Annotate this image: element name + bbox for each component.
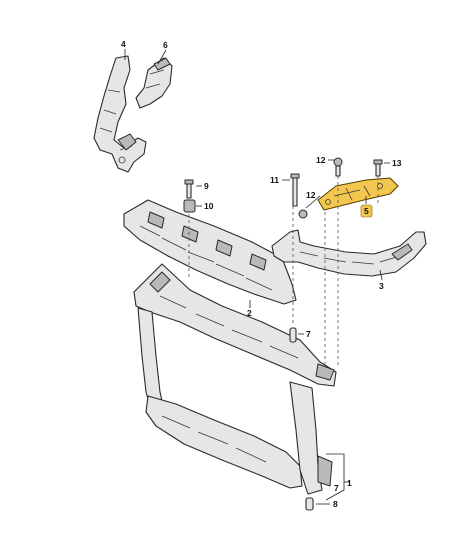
fastener-12a-screw [333, 157, 343, 177]
callout-12a: 12 [316, 155, 326, 165]
callout-6: 6 [163, 40, 168, 50]
callout-12b: 12 [306, 190, 316, 200]
alignment-lines [188, 176, 379, 366]
part-5-highlighted-bracket [317, 177, 399, 211]
fastener-12b-screw [298, 209, 308, 219]
callout-7-lower: 7 [334, 483, 339, 493]
fastener-9-bolt [184, 179, 194, 199]
callout-10: 10 [204, 201, 214, 211]
part-1-front-carrier-frame [133, 263, 337, 495]
callout-1: 1 [347, 478, 352, 488]
fastener-8-clip-lower [305, 497, 314, 511]
part-2-upper-cross-member [123, 199, 297, 305]
callout-4: 4 [121, 39, 126, 49]
callouts: 4 6 9 10 11 12 12 13 5 3 2 7 1 7 8 [121, 39, 402, 509]
callout-5: 5 [364, 206, 369, 216]
callout-11: 11 [270, 175, 279, 185]
callout-13: 13 [392, 158, 402, 168]
part-6-small-bracket [135, 57, 173, 109]
leader-lines [124, 49, 390, 505]
callout-7-upper: 7 [306, 329, 311, 339]
part-4-side-bracket [93, 55, 147, 173]
callout-8: 8 [333, 499, 338, 509]
fastener-13-bolt [373, 159, 383, 177]
callout-5-badge [360, 204, 373, 218]
fastener-10-nut [183, 199, 196, 213]
callout-2: 2 [247, 308, 252, 318]
part-3-lateral-bracket [271, 229, 427, 277]
fastener-11-bolt [290, 173, 300, 207]
fastener-7-clip-upper [289, 327, 297, 343]
callout-3: 3 [379, 281, 384, 291]
callout-9: 9 [204, 181, 209, 191]
